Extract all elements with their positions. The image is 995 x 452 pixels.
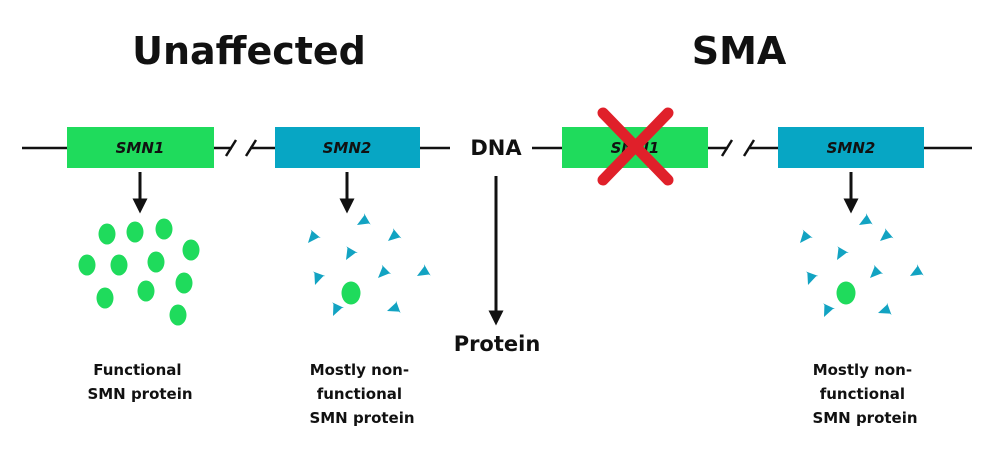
caption-nonfunctional-line: Mostly non- <box>310 361 409 379</box>
functional-protein <box>175 272 193 294</box>
caption-nonfunctional-sma: Mostly non- functional SMN protein <box>812 361 917 427</box>
caption-functional-line: Functional <box>93 361 181 379</box>
protein-label: Protein <box>454 332 541 356</box>
truncated-protein <box>351 208 374 236</box>
truncated-protein <box>872 224 897 251</box>
functional-protein <box>98 223 116 245</box>
functional-protein <box>182 239 200 261</box>
gene-box-smn2-unaffected: SMN2 <box>275 127 420 168</box>
functional-protein <box>110 254 128 276</box>
caption-nonfunctional-line: Mostly non- <box>813 361 912 379</box>
gene-box-smn1-unaffected: SMN1 <box>67 127 214 168</box>
truncated-protein <box>861 261 887 287</box>
truncated-protein <box>369 261 395 287</box>
truncated-protein <box>335 243 363 266</box>
functional-protein <box>78 254 96 276</box>
gene-label-smn2: SMN2 <box>323 139 372 157</box>
caption-functional: Functional SMN protein <box>87 361 192 403</box>
gene-label-smn1: SMN1 <box>116 139 165 157</box>
truncated-protein <box>303 269 331 290</box>
functional-protein <box>169 304 187 326</box>
red-x-icon <box>597 107 674 186</box>
functional-protein <box>96 287 114 309</box>
functional-protein <box>341 281 361 305</box>
nonfunctional-protein-cluster-sma <box>790 208 927 325</box>
caption-functional-line: SMN protein <box>87 385 192 403</box>
functional-protein <box>137 280 155 302</box>
caption-nonfunctional-line: functional <box>820 385 905 403</box>
functional-protein <box>126 221 144 243</box>
title-unaffected: Unaffected <box>132 29 366 73</box>
functional-protein-cluster <box>78 218 200 326</box>
title-sma: SMA <box>692 29 787 73</box>
truncated-protein <box>382 295 403 323</box>
gene-label-smn2-sma: SMN2 <box>827 139 876 157</box>
dna-label: DNA <box>470 136 522 160</box>
functional-protein <box>147 251 165 273</box>
caption-nonfunctional: Mostly non- functional SMN protein <box>309 361 414 427</box>
truncated-protein <box>853 208 876 236</box>
truncated-protein <box>298 226 325 251</box>
truncated-protein <box>790 226 817 251</box>
caption-nonfunctional-line: SMN protein <box>309 409 414 427</box>
caption-nonfunctional-line: SMN protein <box>812 409 917 427</box>
truncated-protein <box>826 243 854 266</box>
dna-break-unaffected <box>224 139 258 157</box>
truncated-protein <box>796 269 824 290</box>
functional-protein <box>155 218 173 240</box>
nonfunctional-protein-cluster <box>298 208 434 323</box>
functional-protein <box>836 281 856 305</box>
truncated-protein <box>873 297 894 325</box>
gene-box-smn2-sma: SMN2 <box>778 127 924 168</box>
truncated-protein <box>380 224 405 251</box>
caption-nonfunctional-line: functional <box>317 385 402 403</box>
truncated-protein <box>904 259 927 287</box>
dna-break-sma <box>720 139 756 157</box>
truncated-protein <box>411 259 434 287</box>
